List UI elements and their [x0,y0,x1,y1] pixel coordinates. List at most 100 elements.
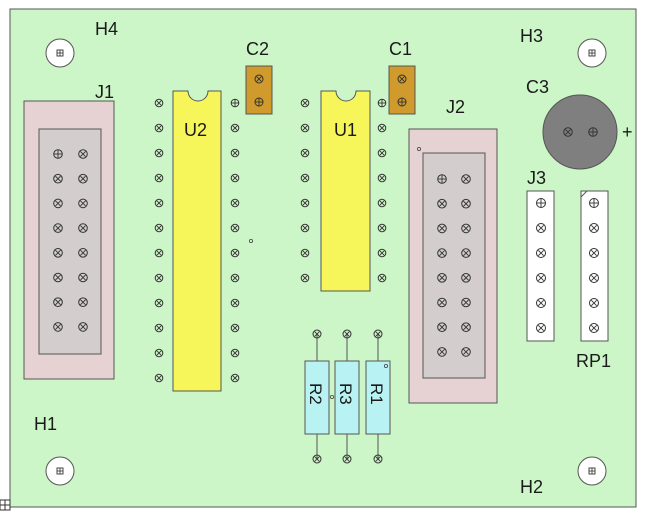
pad-icon [437,297,447,308]
pad-icon [589,323,599,333]
pad-icon [461,297,471,308]
pad-icon [536,248,546,258]
pad-icon [536,323,546,333]
pad-icon [154,323,164,333]
pad-icon [437,174,447,184]
connector-j1-pins [53,149,88,332]
pad-icon [300,198,310,208]
pad-icon [373,329,383,339]
capacitor-c3 [542,94,618,170]
pad-icon [461,322,471,333]
pad-icon [461,223,471,234]
resistor-pack-rp1 [580,190,609,342]
pad-icon [563,127,573,137]
pad-icon [397,74,407,84]
pad-icon [377,173,387,183]
pad-icon [230,273,240,283]
label-h3: H3 [520,26,543,46]
pad-icon [342,329,352,339]
pad-icon [53,248,63,258]
pad-icon [230,323,240,333]
pad-icon [53,149,63,159]
pad-icon [536,273,546,283]
pad-icon [461,174,471,184]
pad-icon [461,248,471,258]
label-h1: H1 [34,414,57,434]
capacitor-c1-pins [397,74,407,107]
pad-icon [437,273,447,283]
pad-icon [230,248,240,258]
pad-icon [437,347,447,357]
pad-icon [377,248,387,258]
label-u2: U2 [184,120,207,140]
pad-icon [461,347,471,357]
header-j3-pins [536,198,546,333]
pad-icon [230,223,240,233]
connector-j2 [408,128,498,404]
label-r2: R2 [306,383,325,405]
pad-icon [300,173,310,183]
pin1-marker [248,238,253,243]
pad-icon [78,149,88,159]
pad-icon [154,223,164,233]
pad-icon [437,248,447,258]
pad-icon [154,173,164,183]
pad-icon [78,297,88,308]
pad-icon [300,223,310,233]
pad-icon [154,98,164,108]
pad-icon [589,273,599,283]
pad-icon [377,98,387,108]
pad-icon [53,322,63,332]
pad-icon [300,273,310,283]
label-r3: R3 [336,383,355,405]
capacitor-c3-pins [563,127,598,137]
pad-icon [300,248,310,258]
pad-icon [53,272,63,283]
pin1-marker [329,394,334,399]
pad-icon [154,198,164,208]
pad-icon [230,373,240,383]
pad-icon [78,272,88,283]
pad-icon [377,148,387,158]
pad-icon [230,173,240,183]
pad-icon [588,127,598,137]
mounting-hole-h3 [577,38,607,68]
pin1-marker [383,363,388,368]
pad-icon [154,248,164,258]
pad-icon [254,74,264,84]
mounting-hole-h1 [45,456,75,486]
pad-icon [536,198,546,208]
label-c3-polarity: + [622,122,633,142]
pad-icon [230,298,240,308]
label-c3: C3 [526,77,549,97]
pad-icon [536,298,546,308]
pad-icon [230,148,240,158]
pad-icon [78,223,88,233]
pad-icon [536,223,546,233]
resistor-r2 [304,329,330,464]
pad-icon [377,273,387,283]
pad-icon [53,198,63,209]
capacitor-c1 [388,65,416,115]
pad-icon [154,273,164,283]
ic-u2-pins [154,98,240,383]
label-c2: C2 [246,39,269,59]
capacitor-c2-pins [254,74,264,107]
pad-icon [589,198,599,208]
pad-icon [373,454,383,464]
pad-icon [154,348,164,358]
label-j3: J3 [527,168,546,188]
mounting-hole-h4 [45,38,75,68]
pad-icon [342,454,352,464]
pad-icon [397,97,407,107]
pad-icon [53,173,63,184]
pad-icon [377,198,387,208]
pad-icon [78,173,88,184]
pad-icon [78,198,88,209]
pad-icon [377,223,387,233]
pad-icon [53,297,63,308]
label-j2: J2 [446,97,465,117]
pad-icon [437,198,447,209]
pin1-marker [416,146,421,151]
